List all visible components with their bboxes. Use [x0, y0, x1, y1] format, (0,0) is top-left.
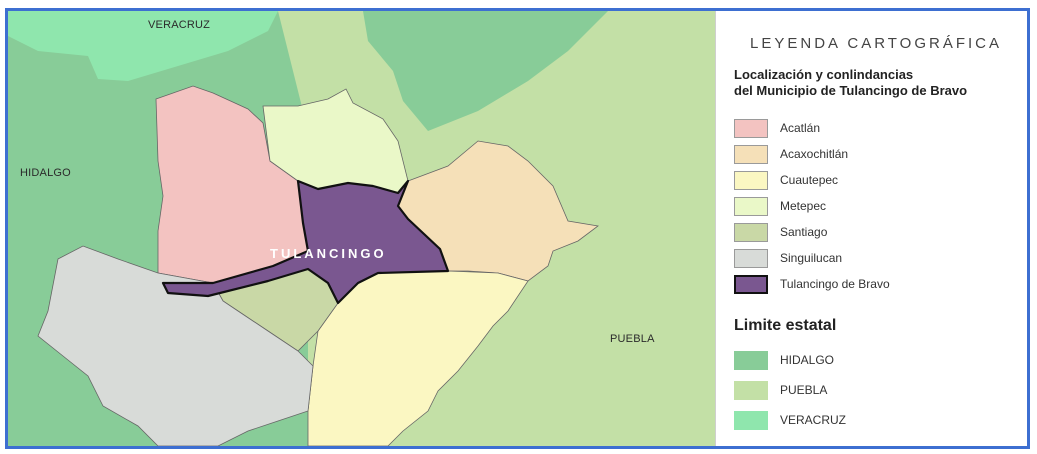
legend-swatch — [734, 170, 768, 190]
legend-item-puebla: PUEBLA — [734, 375, 846, 405]
legend-swatch — [734, 410, 768, 430]
legend-item-label: Cuautepec — [780, 173, 839, 187]
map-legend: LEYENDA CARTOGRÁFICA Localización y conl… — [715, 11, 1027, 446]
legend-swatch — [734, 350, 768, 370]
legend-item-singuilucan: Singuilucan — [734, 245, 890, 271]
legend-item-label: Acatlán — [780, 121, 821, 135]
hidalgo-label: HIDALGO — [20, 167, 71, 179]
legend-item-label: Acaxochitlán — [780, 147, 849, 161]
legend-subtitle-line2: del Municipio de Tulancingo de Bravo — [734, 83, 968, 98]
legend-item-hidalgo: HIDALGO — [734, 345, 846, 375]
veracruz-region — [8, 11, 278, 81]
legend-title: LEYENDA CARTOGRÁFICA — [750, 35, 1002, 52]
legend-item-tulancingo: Tulancingo de Bravo — [734, 271, 890, 297]
legend-item-label: Singuilucan — [780, 251, 843, 265]
legend-swatch — [734, 118, 768, 138]
legend-swatch — [734, 380, 768, 400]
map-frame: VERACRUZ HIDALGO PUEBLA TULANCINGO LEYEN… — [5, 8, 1030, 449]
legend-swatch — [734, 248, 768, 268]
legend-swatch — [734, 222, 768, 242]
municipality-legend-list: Acatlán Acaxochitlán Cuautepec Metepec S… — [734, 115, 890, 297]
state-boundary-heading: Limite estatal — [734, 317, 837, 334]
legend-item-acatlan: Acatlán — [734, 115, 890, 141]
tulancingo-label: TULANCINGO — [270, 246, 387, 261]
legend-subtitle-line1: Localización y conlindancias — [734, 67, 914, 82]
legend-subtitle: Localización y conlindancias del Municip… — [734, 67, 967, 99]
legend-item-label: HIDALGO — [780, 353, 835, 367]
legend-item-label: PUEBLA — [780, 383, 828, 397]
singuilucan-region — [37, 245, 314, 446]
legend-item-label: VERACRUZ — [780, 413, 847, 427]
puebla-label: PUEBLA — [610, 333, 655, 345]
legend-item-label: Tulancingo de Bravo — [780, 277, 890, 291]
legend-swatch — [734, 196, 768, 216]
legend-item-acaxochitlan: Acaxochitlán — [734, 141, 890, 167]
legend-item-veracruz: VERACRUZ — [734, 405, 846, 435]
legend-swatch — [734, 144, 768, 164]
map-canvas: VERACRUZ HIDALGO PUEBLA TULANCINGO — [8, 11, 715, 446]
map-panel: VERACRUZ HIDALGO PUEBLA TULANCINGO — [8, 11, 715, 446]
legend-item-label: Santiago — [780, 225, 828, 239]
legend-item-label: Metepec — [780, 199, 827, 213]
legend-swatch — [734, 274, 768, 294]
hidalgo-north-region — [363, 11, 608, 131]
legend-item-metepec: Metepec — [734, 193, 890, 219]
veracruz-label: VERACRUZ — [148, 19, 210, 31]
legend-item-cuautepec: Cuautepec — [734, 167, 890, 193]
legend-item-santiago: Santiago — [734, 219, 890, 245]
state-legend-list: HIDALGO PUEBLA VERACRUZ — [734, 345, 846, 435]
tulancingo-region — [161, 179, 450, 305]
